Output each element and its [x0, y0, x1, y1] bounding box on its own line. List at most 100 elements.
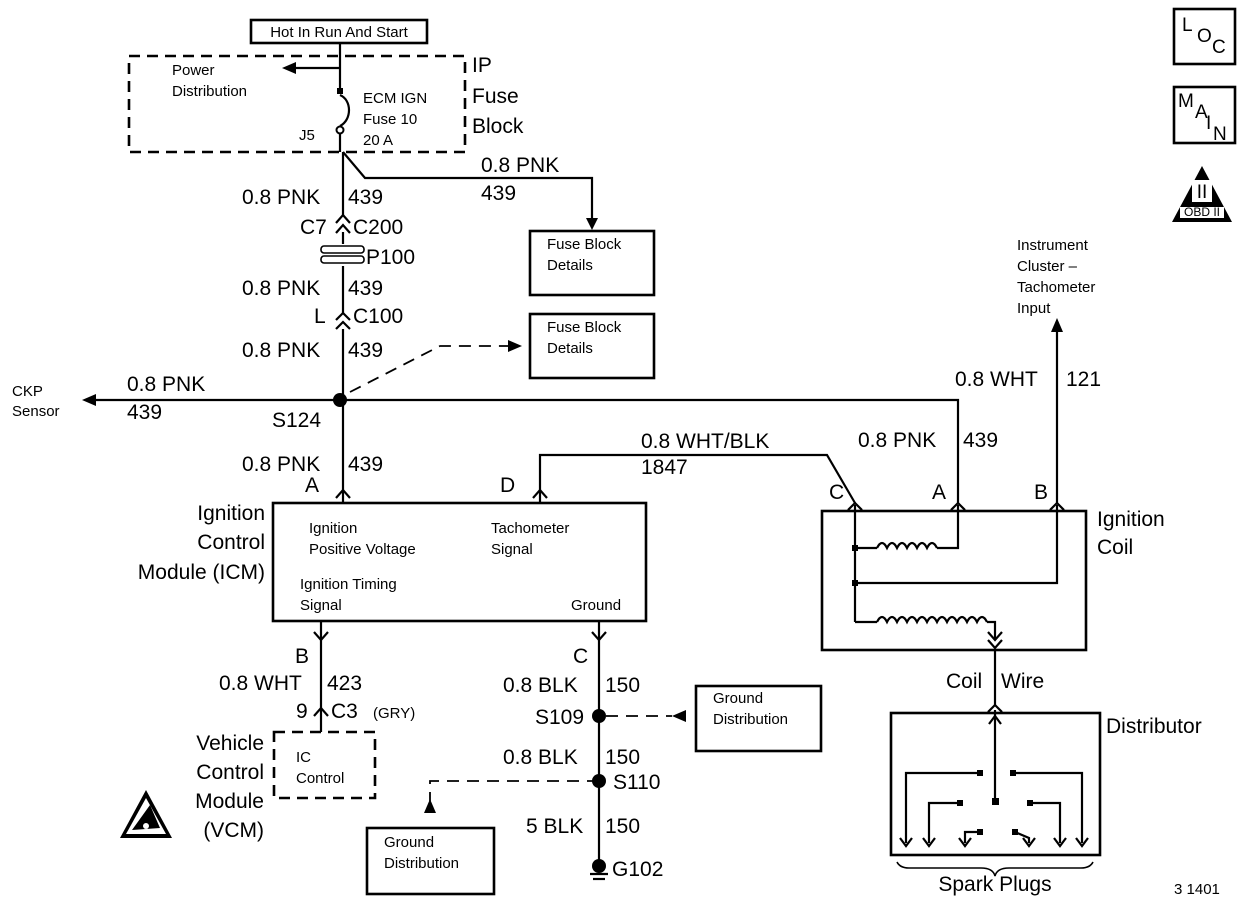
obd-ii-icon[interactable]: II OBD II	[1172, 166, 1232, 222]
svg-text:C7: C7	[300, 216, 327, 239]
svg-text:Coil: Coil	[1097, 536, 1133, 559]
fuse-block-details-ref-1[interactable]: Fuse Block Details	[528, 229, 656, 297]
svg-text:A: A	[305, 474, 319, 497]
ground-distribution-ref-1[interactable]: Ground Distribution	[694, 684, 823, 753]
coil-windings	[852, 505, 1059, 650]
svg-text:Distribution: Distribution	[172, 83, 247, 100]
svg-text:IP: IP	[472, 54, 492, 77]
svg-text:439: 439	[127, 401, 162, 424]
ip-fuse-block: Power Distribution ECM IGN Fuse 10 20 A …	[127, 54, 524, 154]
svg-text:B: B	[295, 645, 309, 668]
svg-text:Block: Block	[472, 115, 524, 138]
blk-150-ground-wire: C 0.8 BLK 150 S109 0.8 BLK 150 S110 5 BL…	[503, 621, 663, 881]
svg-text:Spark Plugs: Spark Plugs	[938, 873, 1051, 896]
svg-text:439: 439	[348, 453, 383, 476]
wht-121-tach-output: Instrument Cluster – Tachometer Input 0.…	[955, 237, 1101, 503]
ground-distribution-ref-2[interactable]: Ground Distribution	[365, 826, 496, 896]
svg-text:Control: Control	[196, 761, 264, 784]
svg-text:Vehicle: Vehicle	[196, 732, 264, 755]
icm-terminals	[335, 488, 548, 503]
svg-text:L: L	[1182, 15, 1193, 36]
loc-badge[interactable]: L O C	[1172, 7, 1237, 66]
coil-terminals	[847, 501, 1065, 511]
svg-text:Fuse Block: Fuse Block	[547, 319, 622, 336]
svg-text:Signal: Signal	[300, 597, 342, 614]
svg-text:Input: Input	[1017, 300, 1051, 317]
esd-warning-icon	[120, 790, 172, 838]
svg-text:O: O	[1197, 26, 1212, 47]
svg-text:I: I	[1206, 113, 1211, 134]
svg-text:C200: C200	[353, 216, 403, 239]
svg-text:S110: S110	[613, 771, 661, 794]
svg-text:C: C	[829, 481, 844, 504]
svg-text:0.8 PNK: 0.8 PNK	[242, 339, 320, 362]
svg-text:Power: Power	[172, 62, 215, 79]
svg-text:C: C	[573, 645, 588, 668]
svg-text:150: 150	[605, 746, 640, 769]
svg-text:Ground: Ground	[571, 597, 621, 614]
svg-text:(GRY): (GRY)	[373, 705, 415, 722]
svg-text:121: 121	[1066, 368, 1101, 391]
svg-text:Coil: Coil	[946, 670, 982, 693]
svg-text:Sensor: Sensor	[12, 403, 60, 420]
svg-text:Ignition: Ignition	[309, 520, 357, 537]
fuse-10-symbol	[282, 42, 351, 152]
svg-text:Signal: Signal	[491, 541, 533, 558]
wire-label-pnk-mid: 0.8 PNK 439	[242, 277, 383, 300]
svg-text:Control: Control	[197, 531, 265, 554]
svg-text:Fuse Block: Fuse Block	[547, 236, 622, 253]
svg-text:0.8 WHT: 0.8 WHT	[219, 672, 302, 695]
svg-text:Ground: Ground	[713, 690, 763, 707]
main-badge[interactable]: M A I N	[1172, 85, 1237, 145]
svg-text:Cluster –: Cluster –	[1017, 258, 1078, 275]
s124-dashed-link	[349, 340, 522, 393]
ignition-coil: Ignition Coil C A B	[820, 481, 1165, 652]
svg-text:G102: G102	[612, 858, 663, 881]
svg-text:S109: S109	[535, 706, 584, 729]
svg-text:ECM IGN: ECM IGN	[363, 90, 427, 107]
svg-text:CKP: CKP	[12, 383, 43, 400]
figure-number: 3 1401	[1174, 881, 1220, 898]
svg-text:IC: IC	[296, 749, 311, 766]
ground-distribution-link-s110	[424, 780, 599, 813]
svg-text:P100: P100	[366, 246, 415, 269]
svg-text:J5: J5	[299, 127, 315, 144]
svg-text:0.8 WHT/BLK: 0.8 WHT/BLK	[641, 430, 769, 453]
svg-text:0.8 PNK: 0.8 PNK	[127, 373, 205, 396]
svg-text:D: D	[500, 474, 515, 497]
svg-text:C3: C3	[331, 700, 358, 723]
svg-text:423: 423	[327, 672, 362, 695]
wire-label-pnk-icm: 0.8 PNK 439	[242, 453, 383, 476]
svg-text:439: 439	[348, 339, 383, 362]
svg-text:439: 439	[348, 186, 383, 209]
svg-text:Ground: Ground	[384, 834, 434, 851]
fuse-block-details-ref-2[interactable]: Fuse Block Details	[528, 312, 656, 380]
svg-text:0.8 PNK: 0.8 PNK	[858, 429, 936, 452]
svg-text:150: 150	[605, 815, 640, 838]
svg-text:1847: 1847	[641, 456, 688, 479]
vehicle-control-module: IC Control Vehicle Control Module (VCM)	[195, 730, 377, 842]
svg-text:Control: Control	[296, 770, 344, 787]
wire-label-pnk-lower: 0.8 PNK 439	[242, 339, 383, 362]
svg-text:OBD II: OBD II	[1184, 205, 1220, 219]
svg-text:Details: Details	[547, 340, 593, 357]
svg-text:Distribution: Distribution	[384, 855, 459, 872]
svg-text:S124: S124	[272, 409, 321, 432]
hot-in-run-label: Hot In Run And Start	[249, 18, 429, 45]
pnk-439-branch-to-fuse-details: 0.8 PNK 439	[342, 151, 598, 230]
svg-text:0.8 PNK: 0.8 PNK	[242, 453, 320, 476]
svg-text:Module (ICM): Module (ICM)	[138, 561, 265, 584]
connector-c100: L C100	[314, 305, 403, 330]
svg-text:9: 9	[296, 700, 308, 723]
svg-text:Hot In Run And Start: Hot In Run And Start	[270, 24, 408, 41]
svg-text:Positive Voltage: Positive Voltage	[309, 541, 416, 558]
passthrough-p100: P100	[320, 245, 415, 269]
svg-text:Fuse 10: Fuse 10	[363, 111, 417, 128]
wht-423-wire: B 0.8 WHT 423 9 C3 (GRY)	[219, 621, 415, 732]
svg-text:A: A	[1195, 102, 1208, 123]
svg-text:II: II	[1197, 182, 1208, 203]
svg-text:0.8 PNK: 0.8 PNK	[242, 186, 320, 209]
connector-c200: C7 C200	[300, 213, 403, 239]
wire-label-pnk-upper: 0.8 PNK 439	[242, 186, 383, 209]
